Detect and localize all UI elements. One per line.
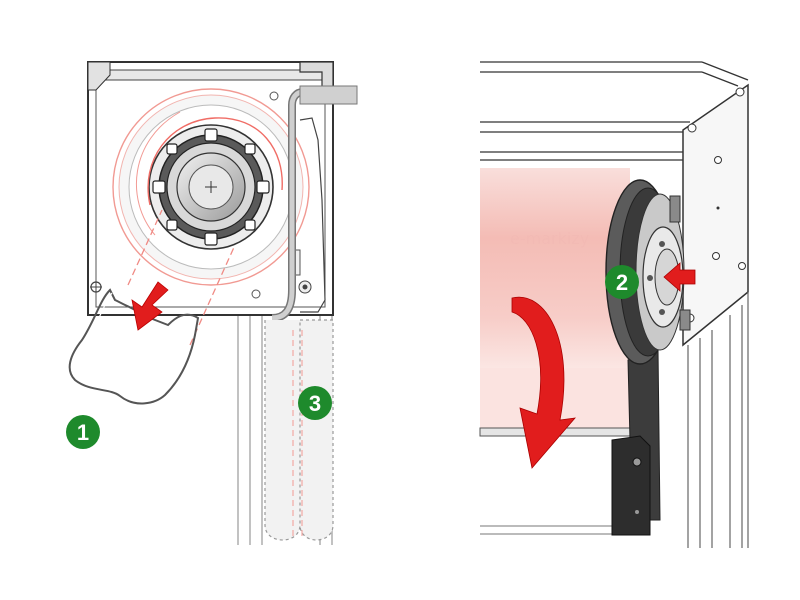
right-panel: e-markizy 2	[479, 61, 749, 548]
left-panel: 1 3	[66, 61, 358, 545]
step-badge-1-label: 1	[77, 420, 89, 445]
step-badge-1: 1	[66, 415, 100, 449]
bottom-bracket	[611, 435, 651, 536]
step-badge-2-label: 2	[616, 270, 628, 295]
crank-handle	[68, 288, 200, 405]
pull-direction-arrow-icon	[131, 281, 169, 331]
step-badge-3-label: 3	[309, 391, 321, 416]
cassette-side-profile	[299, 117, 326, 313]
press-arrow-icon	[663, 262, 696, 292]
rotation-arrow-icon	[511, 296, 576, 469]
guide-post	[687, 292, 749, 548]
watermark-text: e-markizy	[510, 229, 589, 248]
side-bracket	[682, 83, 749, 347]
top-frame	[480, 61, 749, 161]
step-badge-2: 2	[605, 265, 639, 299]
cord-channel	[264, 85, 358, 541]
fabric-path	[127, 209, 236, 346]
roller-end-cap	[112, 88, 310, 286]
step-badge-3: 3	[298, 386, 332, 420]
